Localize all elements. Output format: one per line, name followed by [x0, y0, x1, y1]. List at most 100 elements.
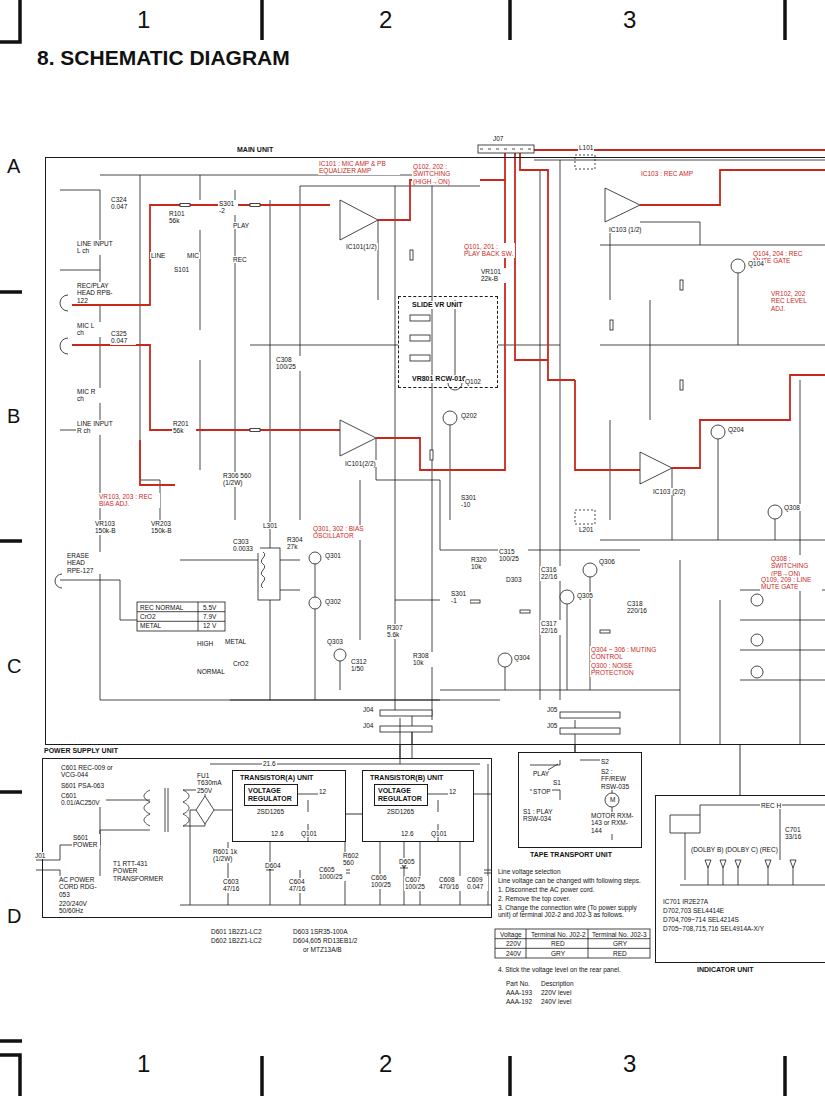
part-label: Q304 [513, 654, 531, 661]
unit-title: POWER SUPPLY UNIT [43, 747, 119, 755]
part-label: VR203 150k-B [150, 520, 180, 535]
part-label: R101 56k [168, 210, 192, 225]
part-label: C605 1000/25 [318, 866, 346, 881]
part-label: LINE INPUT L ch [76, 240, 114, 255]
part-label: D603 1SR35-100A [292, 928, 349, 935]
function-note: Q301, 302 : BIAS OSCILLATOR [312, 525, 394, 540]
part-label: IC103 (1/2) [608, 226, 643, 233]
part-label: GRY [550, 950, 566, 957]
part-label: 4. Stick the voltage level on the rear p… [497, 966, 649, 973]
grid-letter: D [6, 906, 22, 926]
part-label: IC101(1/2) [345, 243, 378, 250]
unit-connector [346, 814, 362, 815]
part-label: AAA-192 [505, 998, 533, 1005]
part-label: FU1 T630mA 250V [196, 772, 228, 794]
unit-connector [740, 745, 741, 795]
part-label: C601 0.01/AC250V [60, 792, 106, 807]
part-label: Q305 [576, 592, 594, 599]
part-label: Q303 [326, 638, 344, 645]
grid-number: 2 [378, 8, 393, 32]
part-label: R307 5.6k [386, 624, 410, 639]
function-note: VR103, 203 : REC BIAS ADJ. [98, 493, 160, 508]
part-label: Q101 [430, 830, 448, 837]
unit-title: INDICATOR UNIT [696, 966, 755, 974]
part-label: Q308 [783, 504, 801, 511]
regulator-box: VOLTAGE REGULATOR [374, 784, 428, 806]
part-label: CrO2 [139, 613, 157, 620]
part-label: L101 [578, 144, 594, 151]
part-label: S301 -10 [460, 494, 482, 509]
part-label: MIC L ch [76, 322, 102, 337]
part-label: PLAY [232, 222, 250, 229]
part-label: R306 560 (1/2W) [222, 472, 264, 487]
part-label: REC H [760, 802, 782, 809]
part-label: VR101 22k-B [480, 268, 508, 283]
part-label: L301 [262, 522, 278, 529]
part-label: Line voltage can be changed with followi… [497, 877, 649, 884]
part-label: ERASE HEAD RPE-127 [66, 552, 102, 574]
part-label: METAL [224, 638, 247, 645]
part-label: D604,605 RD13EB1/2 [292, 937, 358, 944]
function-note: Q304 ~ 306 : MUTING CONTROL [590, 646, 672, 661]
regulator-box: VOLTAGE REGULATOR [244, 784, 298, 806]
part-label: J07 [492, 135, 504, 142]
part-label: M [609, 796, 616, 803]
part-label: 12.6 [270, 830, 285, 837]
part-label: T1 RTT-431 POWER TRANSFORMER [112, 860, 158, 882]
part-label: D601 1B2Z1-LC2 [210, 928, 263, 935]
part-label: C608 470/16 [438, 876, 464, 891]
part-label: 12 [448, 788, 457, 795]
part-label: C315 100/25 [498, 548, 528, 563]
part-label: S601 PSA-063 [60, 782, 105, 789]
part-label: J01 [34, 852, 46, 859]
unit-subtitle: VR801 RCW-016 [411, 375, 467, 383]
part-label: R602 560 [342, 852, 364, 867]
function-note: IC101 : MIC AMP & PB EQUALIZER AMP [318, 160, 400, 175]
part-label: STOP [532, 788, 552, 795]
part-label: C609 0.047 [466, 876, 488, 891]
unit-boundary: POWER SUPPLY UNITTRANSISTOR(A) UNITVOLTA… [42, 758, 492, 918]
part-label: IC701 IR2E27A [662, 898, 709, 905]
part-label: or MTZ13A/B [302, 946, 343, 953]
grid-letter: B [6, 406, 21, 426]
part-label: Line voltage selection [497, 868, 562, 875]
part-label: 220V [505, 940, 522, 947]
part-label: 7.9V [202, 613, 217, 620]
grid-letter: C [6, 656, 22, 676]
part-label: Q101 [300, 830, 318, 837]
part-label: C325 0.047 [110, 330, 136, 345]
part-label: J05 [546, 722, 558, 729]
part-label: S301 -1 [450, 590, 470, 605]
function-note: Q308 : SWITCHING (PB→ON) [770, 555, 822, 577]
function-note: Q109, 209 : LINE MUTE GATE [760, 576, 822, 591]
part-label: C607 100/25 [404, 876, 430, 891]
part-label: 12 V [202, 622, 217, 629]
part-label: S2 : FF/REW RSW-035 [600, 768, 640, 790]
part-label: D604 [264, 862, 282, 869]
part-label: J05 [546, 706, 558, 713]
grid-number: 3 [622, 8, 637, 32]
part-label: HIGH [196, 640, 214, 647]
part-label: AC POWER CORD RDG-053 [58, 876, 104, 898]
part-label: Q202 [460, 412, 478, 419]
function-note: Q102, 202 : SWITCHING (HIGH→ON) [412, 163, 480, 185]
part-label: 2SD1265 [386, 808, 415, 815]
part-label: 2SD1265 [256, 808, 285, 815]
part-label: D705~708,715,716 SEL4914A-X/Y [662, 925, 765, 932]
part-label: Voltage [499, 931, 523, 938]
part-label: PLAY [532, 770, 550, 777]
part-label: C303 0.0033 [232, 538, 260, 553]
part-label: C312 1/50 [350, 658, 374, 673]
part-label: L201 [578, 526, 594, 533]
part-label: 220/240V 50/60Hz [58, 900, 96, 915]
part-label: Q301 [324, 552, 342, 559]
part-label: NORMAL [196, 668, 226, 675]
part-label: 220V level [540, 989, 572, 996]
part-label: 3. Change the connection wire (To power … [497, 904, 649, 919]
part-label: C606 100/25 [370, 874, 396, 889]
part-label: C601 REC-009 or VCG-044 [60, 764, 122, 779]
part-label: LINE [150, 252, 166, 259]
part-label: GRY [612, 940, 628, 947]
part-label: Q306 [598, 558, 616, 565]
